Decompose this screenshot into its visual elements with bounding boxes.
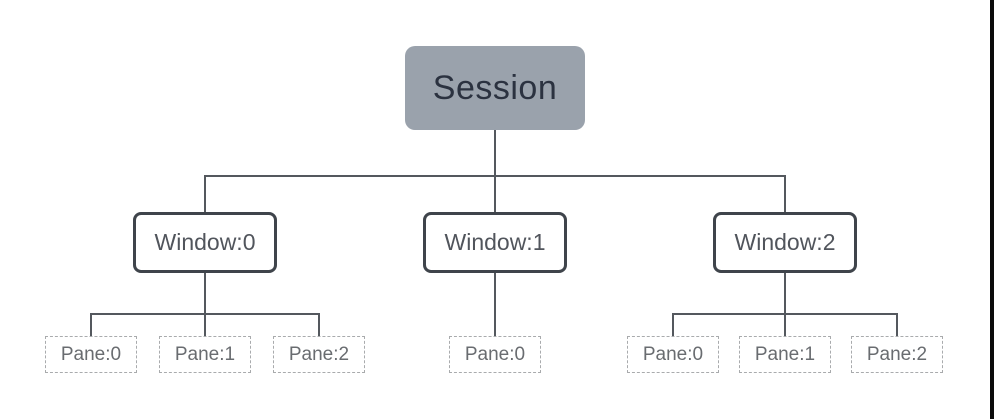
connector-drop-w2-pane-1 <box>784 313 786 336</box>
connector-session-trunk <box>494 130 496 212</box>
connector-drop-w2-pane-0 <box>672 313 674 336</box>
session-node: Session <box>405 46 585 130</box>
pane-w2-2-label: Pane:2 <box>866 343 928 365</box>
session-label: Session <box>432 68 558 107</box>
connector-window-2-trunk <box>784 273 786 313</box>
window-node-1: Window:1 <box>423 212 567 273</box>
pane-node-w0-1: Pane:1 <box>159 336 251 373</box>
pane-node-w2-1: Pane:1 <box>739 336 831 373</box>
pane-node-w0-2: Pane:2 <box>273 336 365 373</box>
connector-drop-w0-pane-1 <box>204 313 206 336</box>
window-0-label: Window:0 <box>154 229 256 255</box>
pane-node-w2-2: Pane:2 <box>851 336 943 373</box>
pane-w2-1-label: Pane:1 <box>754 343 816 365</box>
pane-w0-1-label: Pane:1 <box>174 343 236 365</box>
window-2-label: Window:2 <box>734 229 836 255</box>
connector-window-0-trunk <box>204 273 206 313</box>
right-edge-line <box>990 0 994 419</box>
pane-w2-0-label: Pane:0 <box>642 343 704 365</box>
pane-node-w2-0: Pane:0 <box>627 336 719 373</box>
connector-drop-window-2 <box>784 175 786 212</box>
connector-window-1-trunk <box>494 273 496 336</box>
window-node-2: Window:2 <box>713 212 857 273</box>
pane-w0-0-label: Pane:0 <box>60 343 122 365</box>
pane-w1-0-label: Pane:0 <box>464 343 526 365</box>
connector-drop-w2-pane-2 <box>896 313 898 336</box>
window-1-label: Window:1 <box>444 229 546 255</box>
pane-node-w0-0: Pane:0 <box>45 336 137 373</box>
pane-w0-2-label: Pane:2 <box>288 343 350 365</box>
connector-drop-w0-pane-0 <box>90 313 92 336</box>
window-node-0: Window:0 <box>133 212 277 273</box>
pane-node-w1-0: Pane:0 <box>449 336 541 373</box>
connector-session-windows-rail <box>204 175 786 177</box>
connector-drop-window-0 <box>204 175 206 212</box>
connector-drop-w0-pane-2 <box>318 313 320 336</box>
